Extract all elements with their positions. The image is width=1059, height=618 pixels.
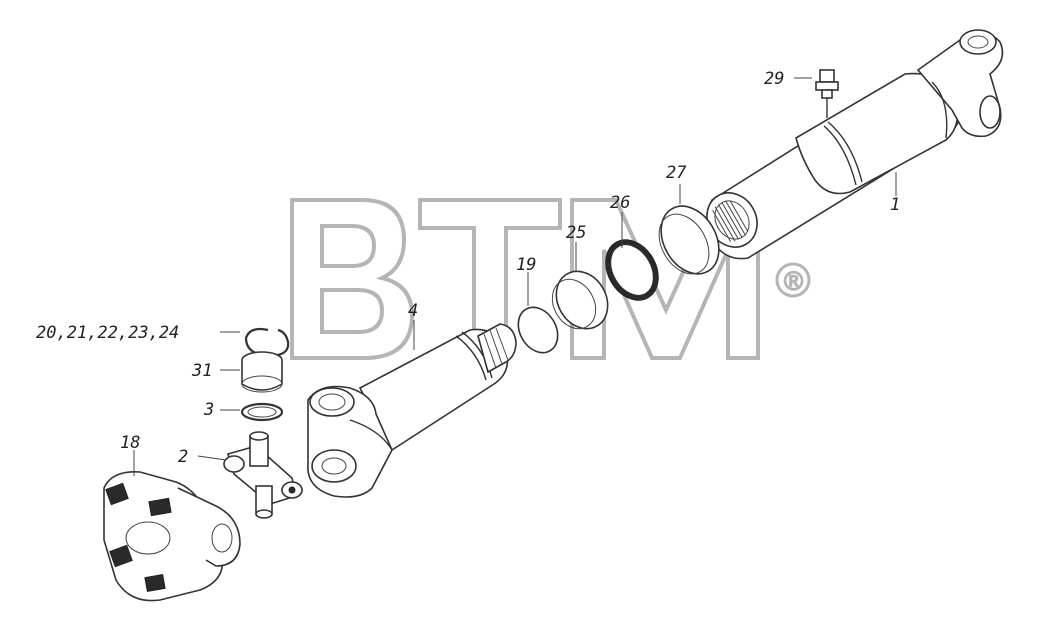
part-27-ring <box>658 205 720 275</box>
callout-27: 27 <box>666 163 687 183</box>
callout-29: 29 <box>764 69 784 89</box>
part-29-grease-fitting <box>815 69 839 118</box>
part-2-universal-joint <box>223 431 303 519</box>
callout-labels: 1 2 3 4 18 19 20,21,22,23,24 25 26 27 29… <box>36 69 900 467</box>
part-26-seal <box>605 239 659 301</box>
part-1-tube-yoke <box>706 29 1004 260</box>
part-18-flange-yoke <box>103 471 241 602</box>
callout-4: 4 <box>408 301 418 321</box>
callout-20-24: 20,21,22,23,24 <box>36 323 179 343</box>
part-31-bearing-cup <box>241 351 283 393</box>
registered-mark: ® <box>784 266 803 296</box>
part-3-o-ring <box>240 402 284 422</box>
callout-2: 2 <box>178 447 188 467</box>
callout-3: 3 <box>203 400 214 420</box>
watermark: ® <box>290 198 811 360</box>
callout-19: 19 <box>516 255 536 275</box>
leader-lines <box>133 77 897 476</box>
callout-31: 31 <box>191 361 212 381</box>
callout-1: 1 <box>890 195 900 215</box>
callout-18: 18 <box>120 433 140 453</box>
part-19-ring <box>517 306 559 354</box>
part-25-sleeve <box>551 270 609 330</box>
part-4-slip-yoke <box>307 323 517 498</box>
callout-25: 25 <box>566 223 586 243</box>
callout-26: 26 <box>610 193 630 213</box>
